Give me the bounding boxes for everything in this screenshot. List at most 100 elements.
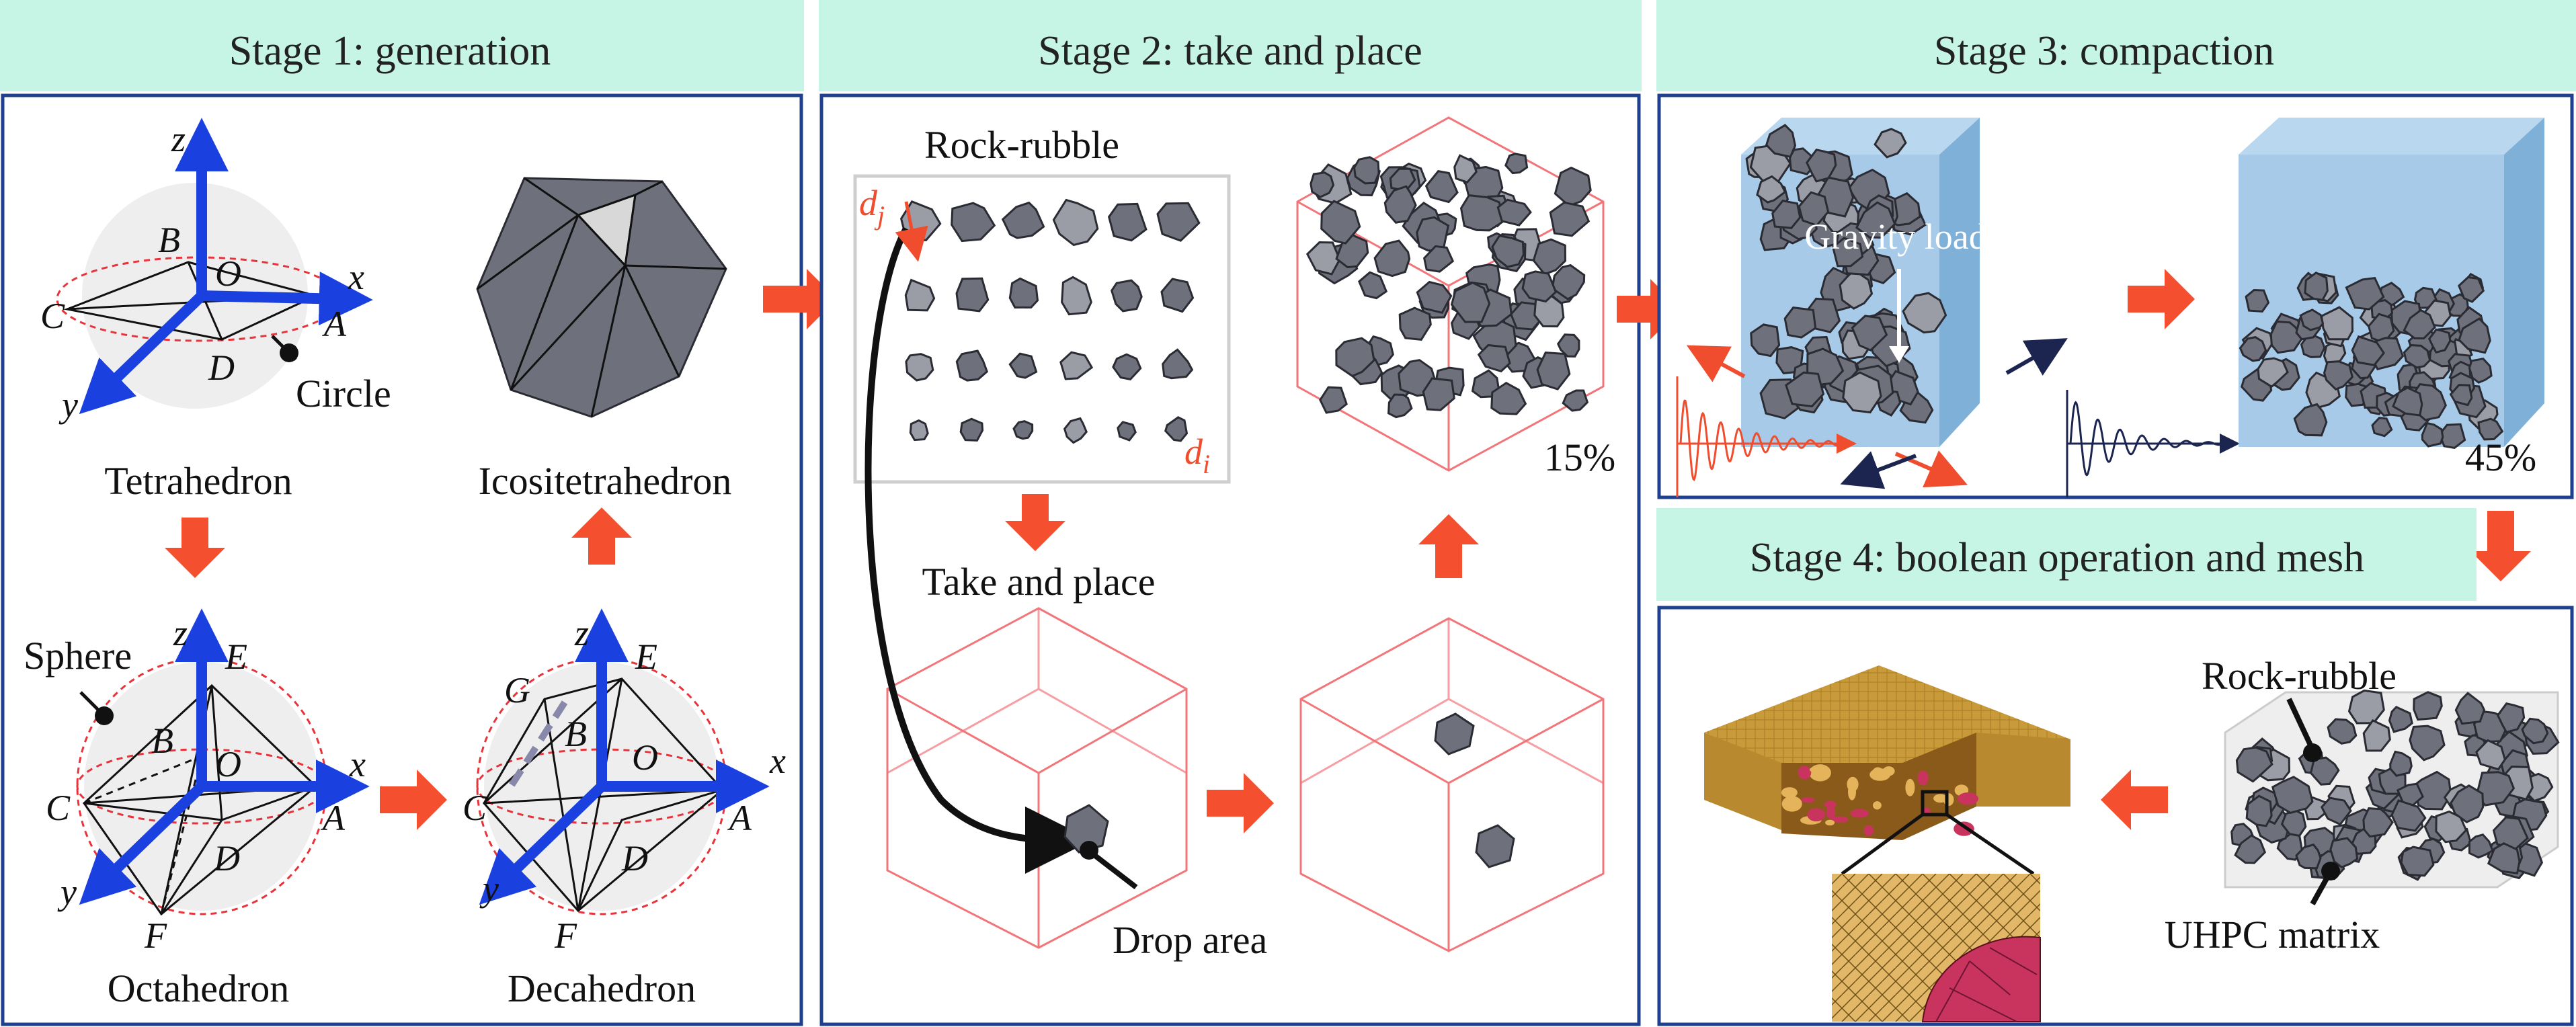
specimen-right-face (1976, 733, 2070, 807)
rock-particle (2323, 360, 2353, 391)
arrow-drop-to-placed (1207, 773, 1274, 833)
rock-particle (1107, 202, 1148, 242)
rock-particle (909, 419, 929, 442)
rubble-section-spot (1781, 787, 1798, 798)
rubble-section-spot (1954, 821, 1974, 836)
zoom-line-right (1945, 813, 2035, 876)
rock-particle (2304, 272, 2329, 302)
drop-area-callout-line (1090, 851, 1138, 890)
icositetrahedron-figure: Icositetrahedron (476, 177, 732, 503)
rock-particle (2239, 336, 2267, 362)
stage2-title: Stage 2: take and place (1038, 28, 1422, 74)
deca-label-O: O (632, 737, 658, 778)
damped-wave-blue (2066, 390, 2240, 497)
rock-particle (951, 202, 996, 243)
rock-particle (2320, 796, 2352, 826)
filled-cube-15 (1296, 116, 1605, 472)
rock-particle (2427, 328, 2452, 354)
vib-arrow-right (2005, 338, 2068, 376)
rock-particle (1450, 282, 1491, 323)
rubble-section-spot (1905, 778, 1915, 796)
rock-particle (2280, 809, 2307, 837)
octa-label-B: B (151, 721, 173, 761)
tetra-label-O: O (215, 253, 241, 294)
rock-particle (1061, 276, 1092, 316)
decahedron-figure: z E G B O x C A D y F Decahedron (462, 608, 786, 1010)
rock-particle (1310, 171, 1335, 198)
stage1-section: Stage 1: generation z B O x C A D y Circ… (0, 0, 804, 1026)
octa-label-D: D (213, 838, 240, 878)
uhpc-specimen (1704, 665, 2070, 1022)
deca-label-y: y (479, 868, 499, 909)
rock-particle (1164, 416, 1189, 442)
rock-particle (1556, 333, 1580, 358)
rock-particle (2421, 421, 2444, 448)
rock-particle (1459, 194, 1505, 232)
rock-particle (2468, 833, 2494, 859)
tetrahedron-figure: z B O x C A D y Circle Tetrahedron (40, 118, 391, 503)
rock-particle (2388, 706, 2413, 733)
rock-particle (1117, 421, 1137, 442)
wave-blue-curve (2069, 401, 2226, 477)
rubble-section-spot (1933, 794, 1947, 803)
rubble-section-spot (1830, 816, 1849, 823)
rock-particle (1156, 202, 1201, 242)
rock-particle (2477, 417, 2504, 441)
rock-particle (2450, 784, 2485, 823)
stage4-title: Stage 4: boolean operation and mesh (1750, 535, 2364, 581)
rock-particle (1416, 216, 1450, 253)
vib-arrow-bottom-dark (1840, 451, 1917, 489)
arrow-tetra-to-octa (165, 518, 225, 578)
rock-particle (2293, 403, 2328, 437)
rock-particle (1008, 352, 1038, 379)
rock-particle (2327, 718, 2358, 745)
rock-particle (2329, 837, 2359, 869)
rubble-section-spot (1958, 792, 1978, 805)
arrow-octa-to-deca (380, 770, 447, 830)
rock-particle (1453, 154, 1478, 183)
rock-particle (2521, 717, 2549, 745)
rock-particle (1353, 156, 1380, 185)
rock-particle (2245, 288, 2270, 313)
rock-particle (1521, 270, 1558, 303)
arrow-deca-to-icosi (571, 507, 632, 565)
vib-arrow-left (1686, 345, 1746, 382)
deca-label-G: G (504, 670, 530, 710)
tetra-label-z: z (171, 119, 186, 159)
tetrahedron-name: Tetrahedron (104, 459, 292, 503)
octa-y-axis (79, 782, 206, 905)
icositetrahedron-name: Icositetrahedron (479, 459, 732, 503)
rock-cloud-after (2239, 272, 2504, 449)
rock-particle (2468, 358, 2493, 384)
rock-particle (1855, 201, 1896, 239)
rock-particle (1373, 239, 1411, 278)
rock-grid (899, 198, 1201, 444)
stage4-rock-rubble-label: Rock-rubble (2202, 654, 2397, 698)
rock-particle (1387, 393, 1413, 419)
rock-particle (2403, 309, 2436, 339)
rock-particle (1052, 198, 1099, 247)
rock-particle (1874, 128, 1907, 159)
octahedron-name: Octahedron (108, 967, 290, 1010)
rock-particle (955, 277, 990, 313)
rock-particle (1783, 306, 1817, 339)
dj-arrow (895, 201, 928, 262)
zoom-line-left (1841, 813, 1924, 876)
rock-particle (1335, 337, 1375, 378)
rock-particle (2403, 343, 2431, 369)
dropped-rock (1063, 804, 1109, 854)
sphere-callout-dot (95, 706, 114, 725)
rock-cloud-assembly (2230, 689, 2560, 881)
uhpc-callout-dot (2321, 862, 2340, 880)
rock-particle (1416, 280, 1453, 315)
rubble-sections (1781, 764, 1978, 836)
rock-particle (2413, 691, 2443, 721)
deca-label-E: E (635, 636, 657, 677)
arrow-placed-up (1418, 514, 1479, 578)
mesh-rubble-lines (1935, 947, 2038, 1022)
rubble-section-spot (1825, 819, 1835, 826)
placed-rock-1 (1434, 712, 1475, 755)
rock-particle (1162, 348, 1194, 380)
rock-particle (2392, 386, 2423, 417)
